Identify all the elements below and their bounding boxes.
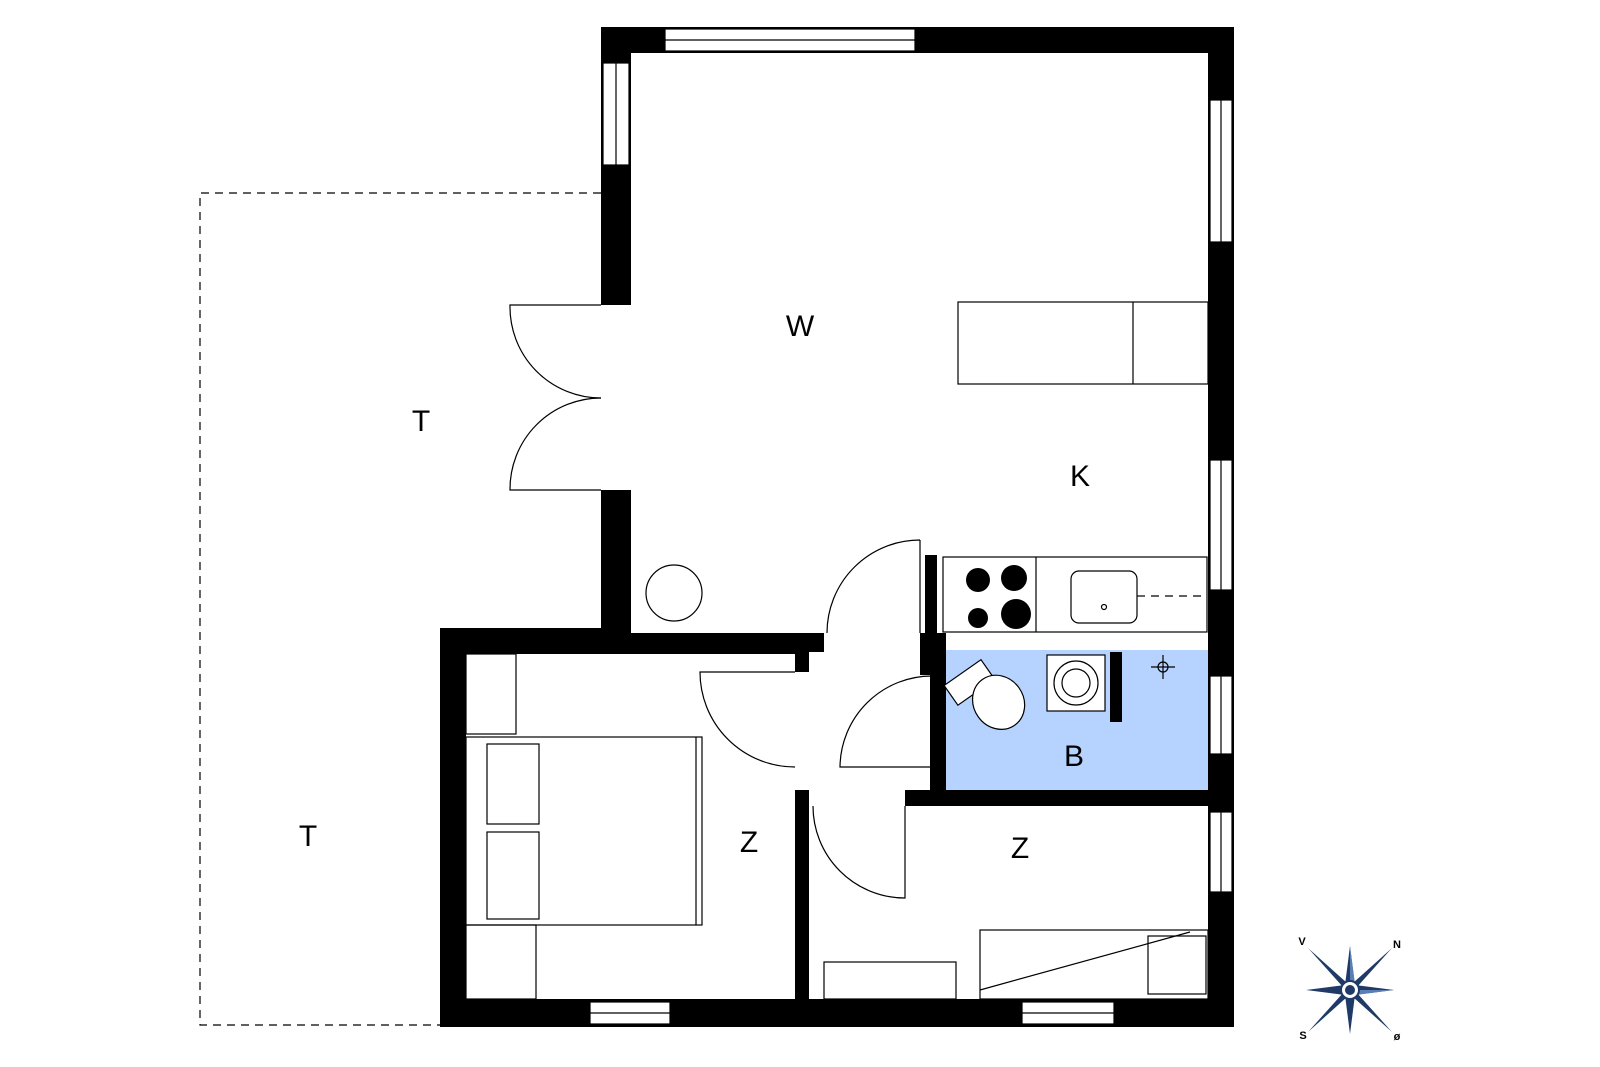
room-label-kitchen: K	[1070, 460, 1090, 493]
doors	[509, 304, 933, 899]
room-label-terrace-lower: T	[299, 820, 317, 853]
compass-north-label: N	[1393, 939, 1401, 951]
kitchen-counter	[942, 556, 1208, 633]
compass-south-label: S	[1299, 1030, 1306, 1042]
compass-rose-icon	[1306, 946, 1394, 1034]
room-label-bathroom: B	[1064, 740, 1084, 773]
living-furniture	[645, 301, 1209, 622]
room-label-terrace-upper: T	[412, 405, 430, 438]
windows	[589, 28, 1233, 1025]
compass-west-label: V	[1298, 936, 1306, 948]
walls	[440, 27, 1234, 1027]
bedroom-right-furniture	[823, 929, 1209, 1000]
room-label-bedroom-right: Z	[1011, 832, 1029, 865]
compass-east-label: ø	[1394, 1031, 1401, 1043]
room-label-living: W	[786, 310, 815, 343]
bathroom-fixtures	[943, 654, 1175, 730]
stove-burners	[966, 565, 1031, 629]
bedroom-left-furniture	[465, 653, 703, 1000]
room-label-bedroom-left: Z	[740, 826, 758, 859]
terrace-outline	[199, 192, 601, 1026]
